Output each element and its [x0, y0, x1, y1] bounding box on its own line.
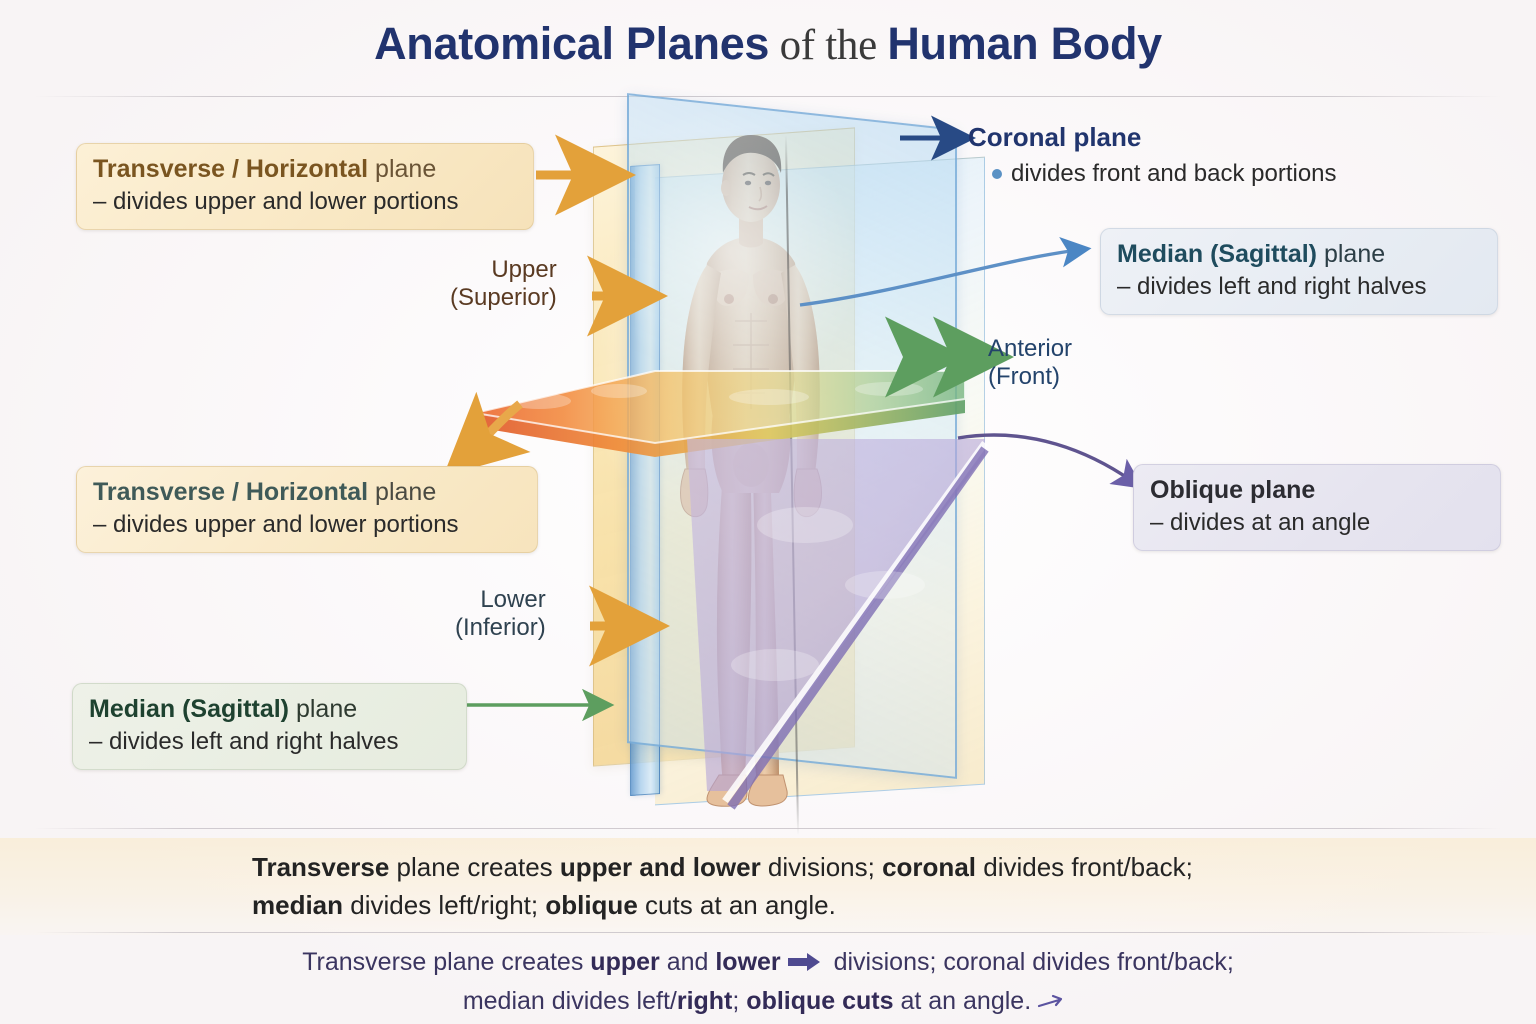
- label-lower-line1: Lower: [480, 586, 546, 613]
- callout-median-right-detail: – divides left and right halves: [1117, 273, 1427, 300]
- caption-primary: Transverse plane creates upper and lower…: [0, 838, 1536, 935]
- caption2-seg4: lower: [715, 948, 781, 976]
- caption2-seg6: median divides left/: [462, 986, 677, 1015]
- block-arrow-right-icon: [787, 946, 821, 983]
- label-anterior-front: Anterior (Front): [988, 335, 1072, 392]
- callout-transverse-bottom[interactable]: Transverse / Horizontal plane – divides …: [76, 466, 538, 553]
- callout-oblique-detail: – divides at an angle: [1150, 509, 1371, 536]
- callout-transverse-top-detail: – divides upper and lower portions: [93, 188, 459, 215]
- footer-divider-bottom: [34, 932, 1502, 933]
- plane-oblique: [685, 435, 995, 815]
- label-upper-superior: Upper (Superior): [450, 256, 557, 313]
- title-part-1: Anatomical Planes: [374, 18, 770, 69]
- callout-oblique[interactable]: Oblique plane – divides at an angle: [1133, 464, 1501, 551]
- callout-transverse-top-heading-rest: plane: [368, 155, 437, 183]
- caption2-seg8: ;: [732, 986, 747, 1015]
- title-part-2: of the: [769, 22, 888, 69]
- label-lower-inferior: Lower (Inferior): [455, 586, 546, 643]
- label-lower-line2: (Inferior): [455, 614, 546, 642]
- caption1-seg2: plane creates: [389, 852, 560, 882]
- caption2-seg3: and: [659, 948, 716, 976]
- title-divider: [34, 96, 1502, 97]
- footer-divider-top: [34, 828, 1502, 829]
- callout-median-left-heading-rest: plane: [289, 695, 358, 723]
- callout-transverse-top-heading-bold: Transverse / Horizontal: [93, 155, 369, 183]
- caption2-seg2: upper: [590, 948, 660, 976]
- caption2-seg7: right: [676, 986, 733, 1015]
- label-anterior-line2: (Front): [988, 363, 1060, 391]
- caption1-seg5: coronal: [882, 852, 977, 882]
- callout-coronal-detail: divides front and back portions: [1011, 160, 1337, 187]
- callout-median-right[interactable]: Median (Sagittal) plane – divides left a…: [1100, 228, 1498, 315]
- callout-median-right-heading-rest: plane: [1317, 240, 1386, 268]
- callout-oblique-heading: Oblique plane: [1150, 476, 1316, 504]
- anatomical-illustration: [455, 93, 1025, 835]
- callout-median-left-detail: – divides left and right halves: [89, 728, 399, 755]
- callout-coronal[interactable]: Coronal plane divides front and back por…: [968, 122, 1337, 188]
- callout-transverse-top[interactable]: Transverse / Horizontal plane – divides …: [76, 143, 534, 230]
- title-part-3: Human Body: [887, 18, 1162, 69]
- bullet-dot-icon: [992, 169, 1002, 179]
- label-upper-line2: (Superior): [450, 284, 557, 312]
- caption-secondary: Transverse plane creates upper and lower…: [0, 944, 1536, 1021]
- caption1-seg10: cuts at an angle.: [637, 890, 836, 921]
- caption2-seg5: divisions; coronal divides front/back;: [826, 948, 1234, 976]
- callout-median-left[interactable]: Median (Sagittal) plane – divides left a…: [72, 683, 467, 770]
- caption2-seg1: Transverse plane creates: [302, 948, 591, 976]
- caption1-seg9: oblique: [545, 890, 638, 921]
- label-upper-line1: Upper: [491, 256, 557, 283]
- callout-median-right-heading-bold: Median (Sagittal): [1117, 240, 1318, 268]
- callout-transverse-bottom-detail: – divides upper and lower portions: [93, 511, 459, 538]
- caption1-seg3: upper and lower: [559, 852, 761, 882]
- caption1-seg6: divides front/back;: [976, 852, 1193, 882]
- caption1-seg8: divides left/right;: [343, 890, 546, 921]
- page-title: Anatomical Planes of the Human Body: [0, 18, 1536, 70]
- small-arrow-up-right-icon: [1037, 985, 1067, 1022]
- caption2-seg9: oblique cuts: [746, 986, 894, 1015]
- label-anterior-line1: Anterior: [988, 335, 1073, 362]
- caption1-seg4: divisions;: [760, 852, 883, 882]
- callout-median-left-heading-bold: Median (Sagittal): [89, 695, 290, 723]
- callout-transverse-bottom-heading-rest: plane: [368, 478, 437, 506]
- caption1-seg7: median: [252, 890, 344, 921]
- callout-coronal-heading: Coronal plane: [968, 122, 1142, 152]
- caption2-seg10: at an angle.: [893, 986, 1032, 1015]
- callout-transverse-bottom-heading-bold: Transverse / Horizontal: [93, 478, 369, 506]
- caption1-seg1: Transverse: [252, 852, 390, 882]
